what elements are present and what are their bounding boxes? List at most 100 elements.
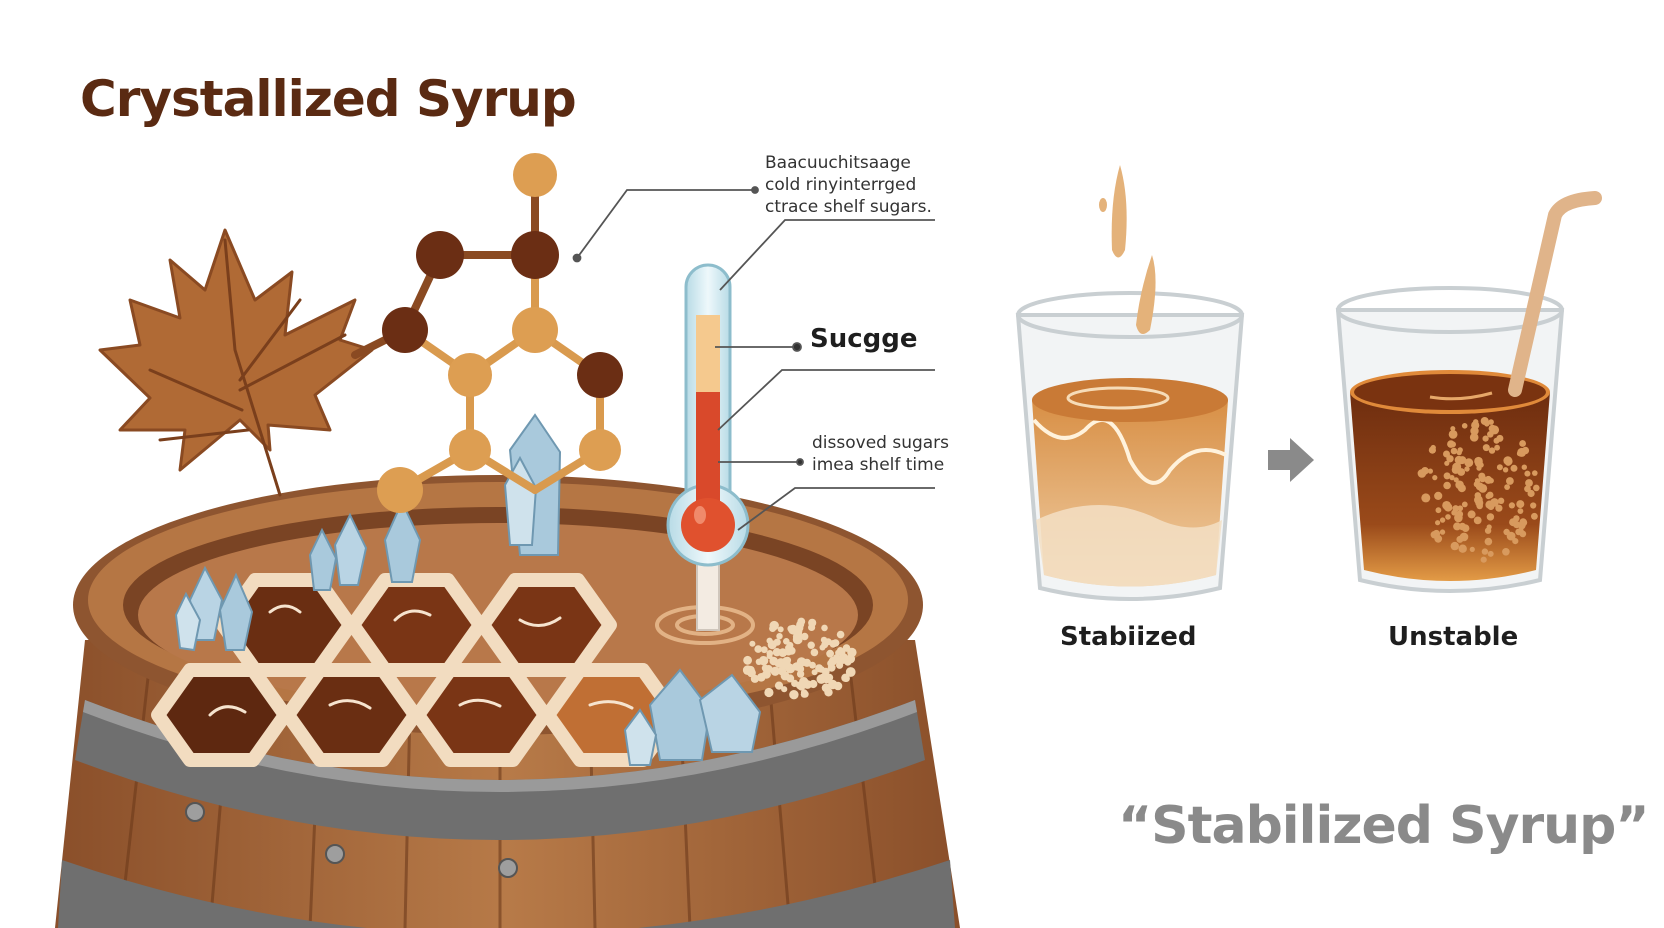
sugar-granule <box>1510 532 1516 538</box>
sugar-granule <box>1444 460 1450 466</box>
sugar-granule <box>773 638 781 646</box>
quote-caption: “Stabilized Syrup” <box>1118 796 1650 856</box>
sugar-granule <box>821 624 828 632</box>
sugar-granule <box>769 620 779 631</box>
sugar-granule <box>1488 447 1496 454</box>
sugar-granule <box>1521 446 1530 455</box>
leader-lines <box>572 186 935 531</box>
sugar-granule <box>1496 434 1504 442</box>
sugar-granule <box>758 656 769 666</box>
sugar-granule <box>1453 522 1462 531</box>
sugar-granule <box>1446 455 1454 463</box>
sugar-granule <box>1450 541 1460 551</box>
sugar-granule <box>1464 466 1470 472</box>
sugar-granule <box>1473 419 1479 425</box>
annotation-line: dissoved sugars <box>812 433 950 453</box>
sugar-granule <box>1457 484 1466 493</box>
sugar-granule <box>789 690 799 700</box>
sugar-granule <box>1479 475 1487 483</box>
sugar-granule <box>1458 544 1467 553</box>
sugar-granule <box>824 688 833 697</box>
sugar-granule <box>1519 440 1525 446</box>
page-title: Crystallized Syrup <box>80 70 577 128</box>
cup-label-stabilized: Stabiized <box>1060 622 1197 652</box>
sugar-granule <box>1469 546 1475 553</box>
sugar-granule <box>1432 475 1438 481</box>
sugar-granule <box>750 674 760 683</box>
sugar-granule <box>1448 430 1458 439</box>
sugar-granule <box>1487 431 1494 438</box>
annotation-line: imea shelf time <box>812 455 945 475</box>
sugar-granule <box>1532 470 1538 476</box>
sugar-granule <box>1427 468 1433 474</box>
sugar-granule <box>842 644 851 652</box>
sugar-granule <box>1488 419 1494 425</box>
sugar-granule <box>1474 478 1481 484</box>
sugar-granule <box>1457 505 1464 512</box>
sugar-granule <box>1524 485 1531 493</box>
sugar-granule <box>821 641 829 649</box>
glass-cup-stabilized <box>1015 165 1245 601</box>
sugar-granule <box>1486 491 1494 499</box>
sugar-granule <box>1480 556 1487 563</box>
sugar-granule <box>770 666 780 676</box>
sugar-granule <box>1533 484 1540 492</box>
sugar-granule <box>776 633 783 640</box>
sugar-granule <box>1449 475 1455 481</box>
sugar-granule <box>786 674 795 683</box>
honeycomb-highlights <box>208 604 634 717</box>
sugar-granule <box>802 681 809 688</box>
annotation-lower-note: dissoved sugars imea shelf time <box>812 432 962 476</box>
sugar-granule <box>834 656 843 664</box>
annotation-top-note: Baacuuchitsaage cold rinyinterrged ctrac… <box>765 152 965 218</box>
sugar-granule <box>801 690 809 698</box>
sugar-granule <box>772 648 782 657</box>
sugar-granule <box>1484 527 1492 534</box>
sugar-granule <box>1486 513 1495 521</box>
sugar-granule <box>1521 464 1528 470</box>
sugar-granule <box>816 674 827 684</box>
sugar-granule <box>781 686 788 693</box>
sugar-granule <box>1484 537 1493 546</box>
sugar-granule <box>1417 469 1427 478</box>
sugar-granule <box>1443 472 1451 480</box>
sugar-granule <box>809 661 816 669</box>
sugar-granule <box>1508 502 1515 509</box>
sugar-granule <box>801 632 809 641</box>
sugar-granule <box>821 667 830 676</box>
sugar-granule <box>791 679 799 688</box>
sugar-granule <box>826 649 834 658</box>
sugar-granule <box>1452 505 1459 512</box>
annotation-line: Baacuuchitsaage <box>765 153 911 173</box>
sugar-granule <box>764 687 774 698</box>
sugar-granule <box>1503 528 1510 536</box>
sugar-granule <box>1461 501 1468 508</box>
maple-leaf-icon <box>98 228 374 497</box>
sugar-granule <box>1487 550 1494 557</box>
sugar-granule <box>1484 476 1493 484</box>
sugar-granule <box>1531 512 1538 520</box>
straw-icon <box>1508 191 1602 397</box>
sugar-granule <box>1467 510 1476 519</box>
sugar-granule <box>1464 458 1474 468</box>
sugar-granule <box>749 640 756 647</box>
sugar-granule <box>842 675 850 682</box>
sugar-granule <box>807 641 815 649</box>
sugar-granule <box>1445 514 1451 520</box>
arrow-right-icon <box>1268 438 1314 482</box>
sugar-granule <box>1453 477 1459 483</box>
crystal-icon <box>174 413 762 766</box>
glass-cup-unstable <box>1335 286 1565 593</box>
sugar-granule <box>1497 497 1505 504</box>
sugar-granule <box>828 679 838 690</box>
sugar-granule <box>1512 538 1519 545</box>
sugar-granule <box>1494 444 1500 451</box>
sugar-granule <box>836 630 845 639</box>
sugar-granule <box>1488 504 1494 510</box>
sugar-granule <box>1517 508 1524 514</box>
cup-label-unstable: Unstable <box>1388 622 1519 652</box>
sugar-granule <box>1482 444 1490 452</box>
sugar-granule <box>794 626 803 636</box>
sugar-granule <box>1450 426 1456 432</box>
